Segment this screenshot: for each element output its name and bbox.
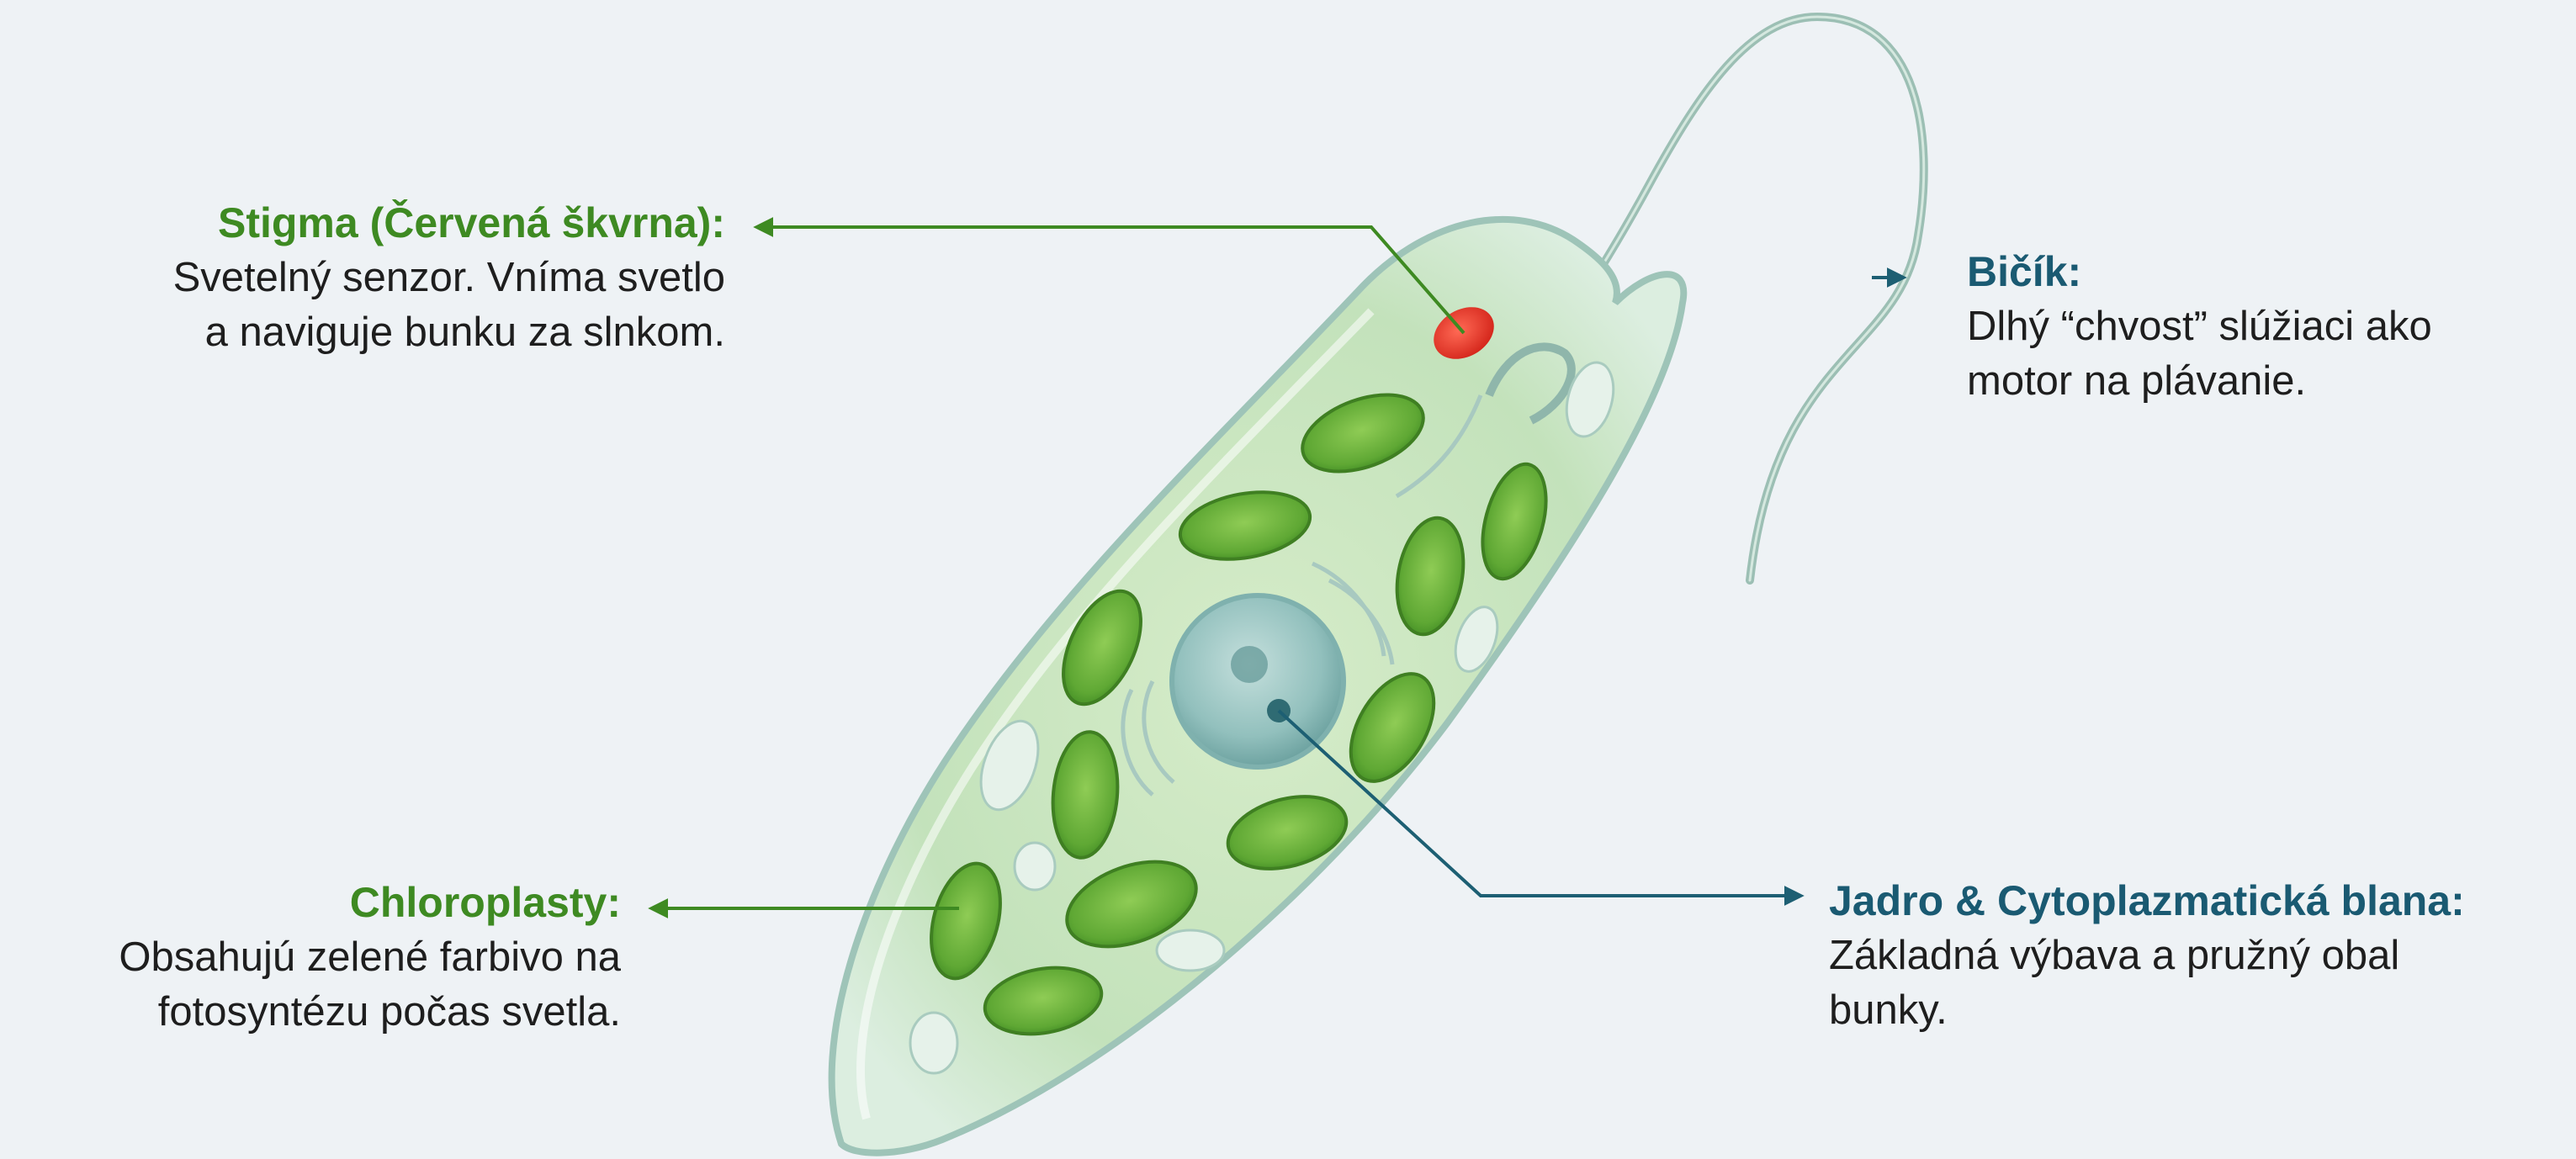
nucleus xyxy=(1172,595,1344,767)
bicik-desc-line1: Dlhý “chvost” slúžiaci ako xyxy=(1967,299,2505,354)
stigma-desc-line2: a naviguje bunku za slnkom. xyxy=(35,305,725,360)
chloroplasty-desc-line1: Obsahujú zelené farbivo na xyxy=(0,930,621,985)
stigma-title: Stigma (Červená škvrna): xyxy=(35,195,725,251)
bicik-title: Bičík: xyxy=(1967,244,2505,299)
jadro-label: Jadro & Cytoplazmatická blana: Základná … xyxy=(1829,873,2536,1037)
chloroplasty-desc-line2: fotosyntézu počas svetla. xyxy=(0,985,621,1040)
jadro-desc-line1: Základná výbava a pružný obal xyxy=(1829,929,2536,983)
chloroplasty-label: Chloroplasty: Obsahujú zelené farbivo na… xyxy=(0,875,621,1039)
chloroplasty-title: Chloroplasty: xyxy=(0,875,621,930)
bicik-desc-line2: motor na plávanie. xyxy=(1967,354,2505,409)
bicik-label: Bičík: Dlhý “chvost” slúžiaci ako motor … xyxy=(1967,244,2505,408)
stigma-desc-line1: Svetelný senzor. Vníma svetlo xyxy=(35,251,725,305)
stigma-label: Stigma (Červená škvrna): Svetelný senzor… xyxy=(35,195,725,359)
jadro-desc-line2: bunky. xyxy=(1829,983,2536,1038)
jadro-title: Jadro & Cytoplazmatická blana: xyxy=(1829,873,2536,929)
